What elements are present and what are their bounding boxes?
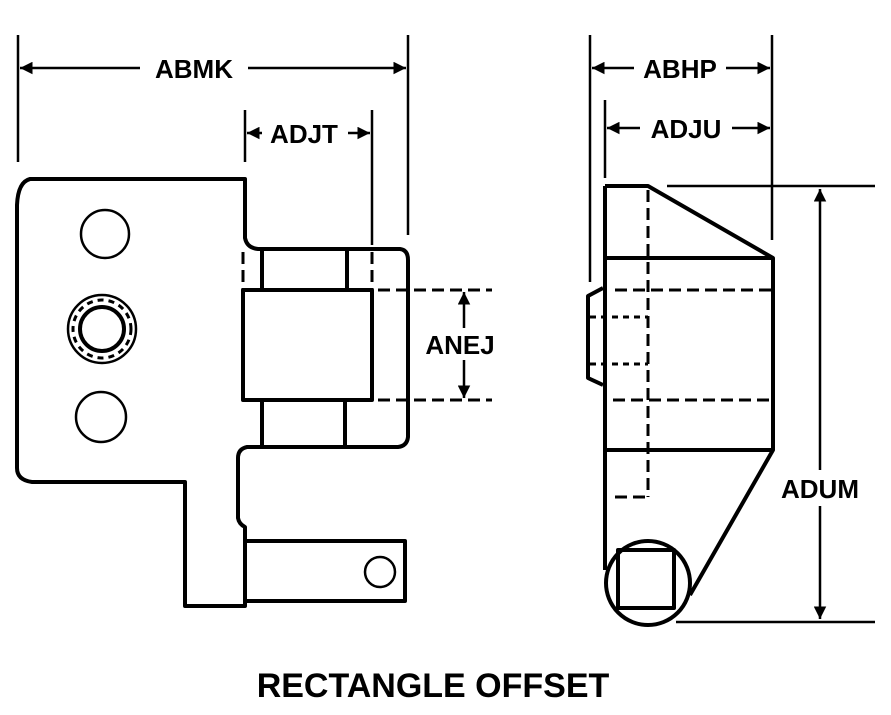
side-round-end [604,539,692,627]
upper-hole [79,208,131,260]
threaded-hole-outer [66,293,138,365]
front-view [15,177,410,608]
side-dimensions: ABHP ADJU ADUM [588,35,875,624]
side-view [586,184,775,627]
front-body-outline [15,177,410,608]
diagram-title: RECTANGLE OFFSET [257,667,610,705]
side-knob [586,286,604,387]
lower-hole [74,390,128,444]
square-boss [616,548,676,610]
side-body-outline [605,184,775,596]
thread-ring [71,298,133,360]
adju-label: ADJU [651,114,722,144]
adjt-label: ADJT [270,119,338,149]
anej-label: ANEJ [425,330,494,360]
abhp-label: ABHP [643,54,717,84]
lower-tab [243,539,407,603]
adum-label: ADUM [781,474,859,504]
threaded-hole-inner [78,305,126,353]
front-dimensions: ABMK ADJT ANEJ [16,35,504,402]
tab-hole [363,555,397,589]
rectangle-block [241,288,374,402]
abmk-label: ABMK [155,54,233,84]
